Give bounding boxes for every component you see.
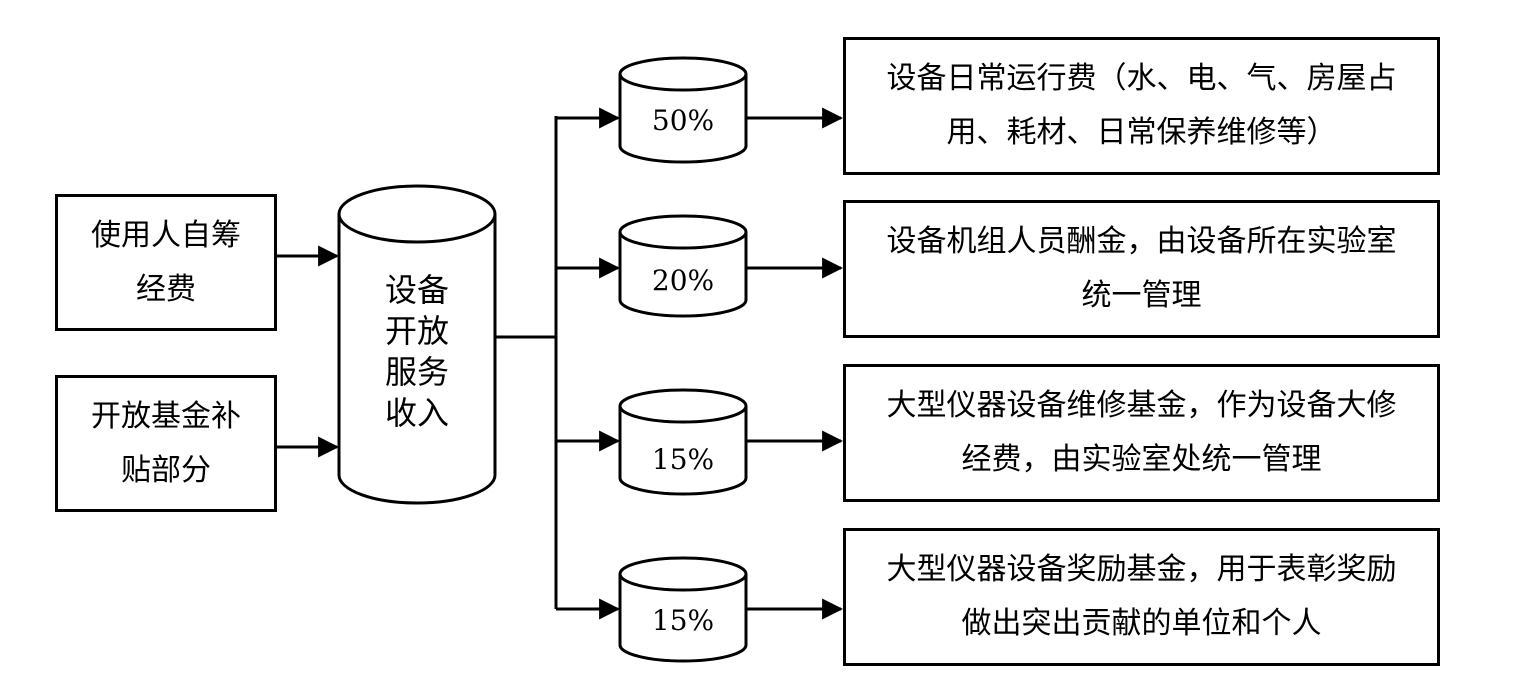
- center-line-2: 开放: [384, 312, 449, 350]
- dest-3-line-2: 经费，由实验室处统一管理: [961, 442, 1322, 477]
- source-2-line-2: 贴部分: [121, 452, 211, 488]
- percent-cylinder-3: [618, 388, 748, 496]
- percent-label-2: 20%: [651, 264, 715, 297]
- dest-4-line-2: 做出突出贡献的单位和个人: [961, 606, 1322, 641]
- source-box-open-fund: 开放基金补 贴部分: [55, 375, 277, 512]
- center-line-1: 设备: [384, 271, 449, 309]
- center-cylinder: [337, 184, 497, 505]
- percent-cylinder-4: [618, 556, 748, 663]
- percent-cylinder-2: [618, 214, 748, 318]
- source-2-line-1: 开放基金补: [91, 398, 241, 434]
- percent-cylinder-1: [618, 56, 748, 164]
- dest-box-repair-fund: 大型仪器设备维修基金，作为设备大修 经费，由实验室处统一管理: [843, 364, 1440, 502]
- center-line-3: 服务: [384, 353, 449, 391]
- dest-3-line-1: 大型仪器设备维修基金，作为设备大修: [886, 388, 1397, 423]
- source-1-line-1: 使用人自筹: [91, 217, 241, 253]
- dest-1-line-1: 设备日常运行费（水、电、气、房屋占: [886, 61, 1397, 96]
- source-box-self-funded: 使用人自筹 经费: [55, 194, 277, 331]
- center-line-4: 收入: [384, 394, 449, 432]
- center-label: 设备 开放 服务 收入: [377, 270, 457, 434]
- dest-1-line-2: 用、耗材、日常保养维修等）: [946, 115, 1337, 150]
- percent-label-4: 15%: [651, 604, 715, 637]
- source-1-line-2: 经费: [136, 271, 196, 307]
- percent-label-3: 15%: [651, 443, 715, 476]
- dest-4-line-1: 大型仪器设备奖励基金，用于表彰奖励: [886, 552, 1397, 587]
- dest-box-operating-costs: 设备日常运行费（水、电、气、房屋占 用、耗材、日常保养维修等）: [843, 37, 1440, 175]
- percent-label-1: 50%: [651, 104, 715, 137]
- dest-2-line-1: 设备机组人员酬金，由设备所在实验室: [886, 224, 1397, 259]
- dest-2-line-2: 统一管理: [1081, 278, 1202, 313]
- dest-box-staff-pay: 设备机组人员酬金，由设备所在实验室 统一管理: [843, 200, 1440, 338]
- dest-box-reward-fund: 大型仪器设备奖励基金，用于表彰奖励 做出突出贡献的单位和个人: [843, 528, 1440, 666]
